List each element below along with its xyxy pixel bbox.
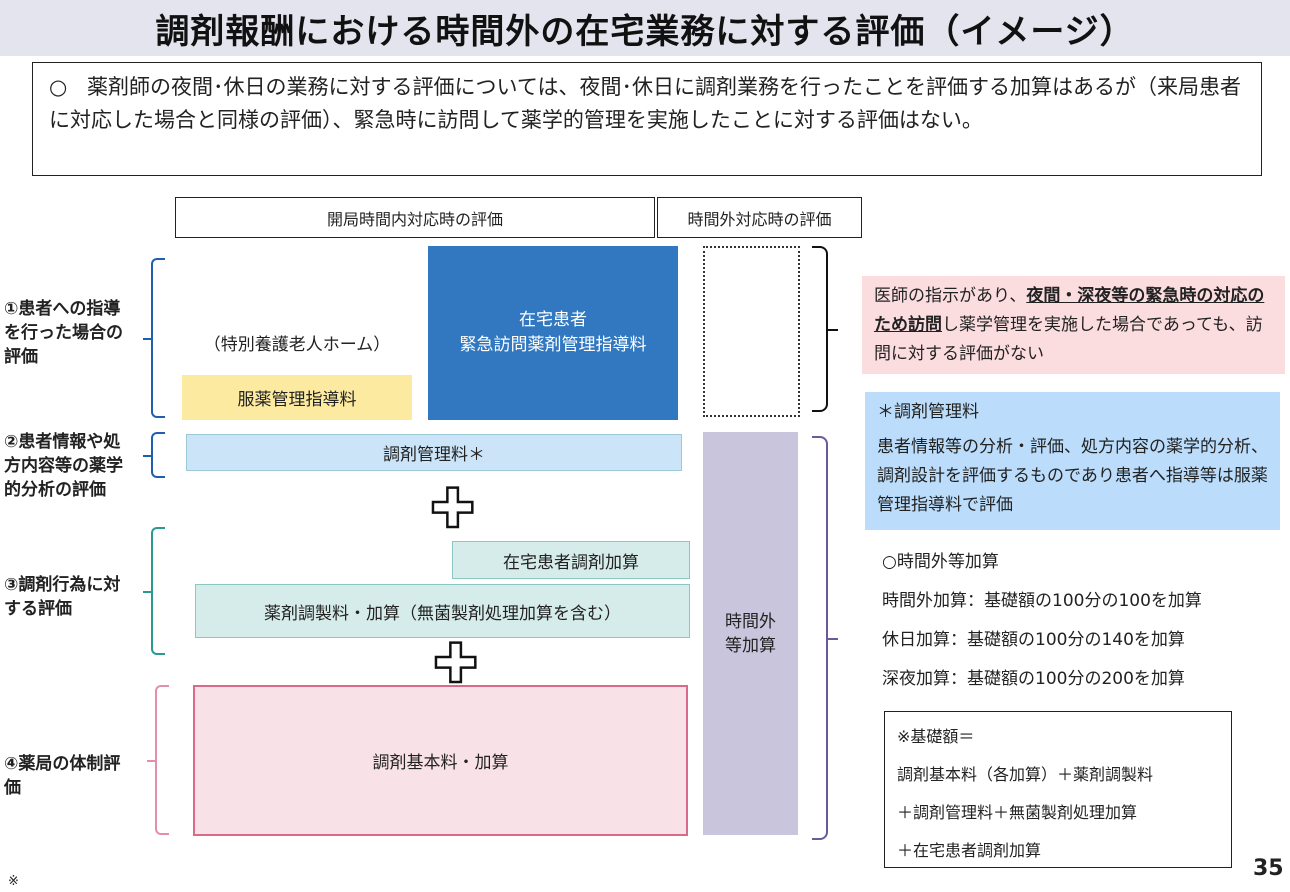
page-title: 調剤報酬における時間外の在宅業務に対する評価（イメージ） [155,12,1135,52]
pink-note-pre: 医師の指示があり、 [874,286,1027,306]
blue-note-title: ＊調剤管理料 [877,402,979,422]
home-emergency-line1: 在宅患者 [519,310,587,330]
page-number: 35 [1253,856,1284,881]
nursing-home-label: （特別養護老人ホーム） [203,334,391,355]
basic-fee-box: 調剤基本料・加算 [193,685,688,836]
bracket-row-1 [143,258,165,418]
overtime-addition-box: 時間外等加算 [703,432,798,835]
base-line: 調剤基本料（各加算）＋薬剤調製料 [897,765,1154,784]
plus-icon: ✚ [432,632,480,695]
footnote-mark: ※ [8,874,19,889]
overtime-title: ○時間外等加算 [882,552,999,572]
blue-note-body: 患者情報等の分析・評価、処方内容の薬学的分析、調剤設計を評価するものであり患者へ… [877,437,1268,515]
home-dispensing-box: 在宅患者調剤加算 [452,541,690,579]
overtime-item: 深夜加算：基礎額の100分の200を加算 [882,669,1185,689]
overtime-line1: 時間外 [725,611,776,632]
overtime-item: 時間外加算：基礎額の100分の100を加算 [882,591,1202,611]
base-line: ＋在宅患者調剤加算 [897,841,1042,860]
plus-icon: ✚ [429,477,477,540]
bracket-row-2 [143,432,165,478]
dispensing-management-box: 調剤管理料＊ [186,434,682,471]
overtime-item: 休日加算：基礎額の100分の140を加算 [882,630,1185,650]
home-emergency-visit-box: 在宅患者緊急訪問薬剤管理指導料 [428,246,678,420]
row-label-1: ①患者への指導を行った場合の評価 [4,299,123,367]
bracket-right-top [812,246,838,412]
empty-dotted-box [703,246,800,417]
circle-marker: ○ [49,75,68,99]
overtime-line2: 等加算 [725,635,776,656]
pink-note-emphasis: 夜間・深夜等の緊急時の対応のため訪問 [874,286,1265,335]
base-line: ※基礎額＝ [897,727,975,746]
home-emergency-line2: 緊急訪問薬剤管理指導料 [459,335,647,355]
column-header-in-hours: 開局時間内対応時の評価 [175,197,655,238]
base-amount-box: ※基礎額＝ 調剤基本料（各加算）＋薬剤調製料 ＋調剤管理料＋無菌製剤処理加算 ＋… [884,711,1232,868]
drug-preparation-box: 薬剤調製料・加算（無菌製剤処理加算を含む） [195,584,690,638]
bracket-right-bottom [812,436,838,840]
row-label-4: ④薬局の体制評価 [4,754,121,798]
medication-guidance-box: 服薬管理指導料 [182,375,412,420]
base-line: ＋調剤管理料＋無菌製剤処理加算 [897,803,1138,822]
summary-box: ○薬剤師の夜間･休日の業務に対する評価については、夜間･休日に調剤業務を行ったこ… [32,62,1262,176]
bracket-row-3 [143,527,165,655]
column-header-out-hours: 時間外対応時の評価 [657,197,862,238]
row-label-3: ③調剤行為に対する評価 [4,575,121,619]
pink-note: 医師の指示があり、夜間・深夜等の緊急時の対応のため訪問し薬学管理を実施した場合で… [862,276,1285,374]
title-band [0,0,1290,56]
summary-text: 薬剤師の夜間･休日の業務に対する評価については、夜間･休日に調剤業務を行ったこと… [49,75,1241,132]
pink-note-post: し薬学管理を実施した場合であっても、訪問に対する評価がない [874,315,1263,364]
blue-note: ＊調剤管理料患者情報等の分析・評価、処方内容の薬学的分析、調剤設計を評価するもの… [865,392,1280,530]
row-label-2: ②患者情報や処方内容等の薬学的分析の評価 [4,432,123,500]
bracket-row-4 [147,685,169,835]
